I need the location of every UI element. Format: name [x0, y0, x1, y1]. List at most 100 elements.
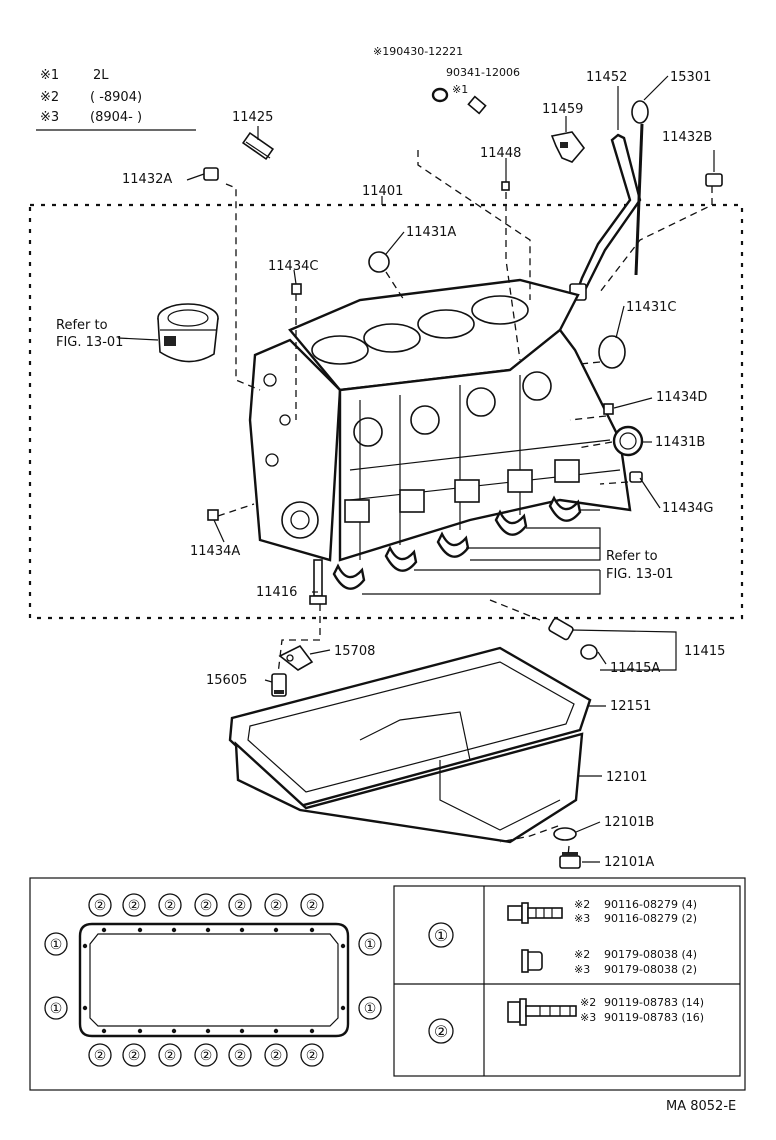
plug-11434C [291, 283, 302, 295]
valve-15605 [271, 673, 287, 697]
bolt-circle-label: ② [158, 1043, 182, 1067]
label-12151: 12151 [610, 699, 651, 714]
bolt-hole [82, 1005, 88, 1011]
piston-illustration [157, 303, 219, 363]
stud-11425 [241, 131, 275, 161]
gasket-inner-edge [247, 661, 575, 793]
legend-text-1: 2L [93, 68, 109, 83]
bolt-circle-label: ① [44, 996, 68, 1020]
bolt-11416 [309, 559, 327, 605]
bolt-hole [340, 943, 346, 949]
bolt-hole [137, 1028, 143, 1034]
bolt-circle-label: ② [300, 1043, 324, 1067]
figure-id: MA 8052-E [666, 1099, 736, 1114]
bolt-hole [309, 1028, 315, 1034]
bolt-circle-label: ② [194, 893, 218, 917]
row1-code-1: 90116-08279 (4) [604, 898, 697, 911]
label-11425: 11425 [232, 110, 273, 125]
label-11434G: 11434G [662, 501, 713, 516]
bolt-hole [239, 927, 245, 933]
bolt-layout-panel [29, 877, 746, 1091]
svg-text:①: ① [50, 937, 63, 953]
label-11434C: 11434C [268, 259, 318, 274]
bolt-hole [340, 1005, 346, 1011]
part-labels: ※190430-12221 90341-12006 ※1 11452 15301… [56, 45, 725, 870]
bolt-hole [82, 943, 88, 949]
label-90341-note: ※1 [452, 83, 468, 96]
bolt-hole [101, 927, 107, 933]
label-11432B: 11432B [662, 130, 712, 145]
legend-circle-1-text: ① [434, 926, 448, 945]
bolt-circle-label: ① [358, 996, 382, 1020]
label-12101A: 12101A [604, 855, 654, 870]
bolt-hole [273, 1028, 279, 1034]
row1-mark-2: ※3 [574, 912, 590, 925]
label-refer1-line1: Refer to [56, 318, 108, 333]
legend-mark-2: ※2 [40, 90, 59, 105]
legend-text-3: (8904- ) [90, 110, 142, 125]
row1-mark-4: ※3 [574, 963, 590, 976]
flange-bolt-icon [507, 902, 563, 924]
svg-text:②: ② [164, 898, 177, 914]
legend-mark-3: ※3 [40, 110, 59, 125]
svg-text:②: ② [94, 1048, 107, 1064]
oil-pan-gasket-12151 [228, 646, 592, 808]
bolt-legend-table: ① ② ※2 90116-08279 (4) ※3 [393, 885, 741, 1077]
bolt-hole [171, 927, 177, 933]
label-90430: ※190430-12221 [373, 45, 463, 58]
screw-90341 [467, 95, 487, 115]
expansion-plug-11431B [612, 425, 644, 457]
bolt-circle-label: ② [158, 893, 182, 917]
row2-code-2: 90119-08783 (16) [604, 1011, 704, 1024]
bolt-circle-label: ② [264, 893, 288, 917]
label-leaders [117, 75, 715, 863]
legend-circle-2 [428, 1018, 454, 1044]
row1-mark-1: ※2 [574, 898, 590, 911]
drain-plug-12101A [559, 852, 581, 869]
pan-bolt-holes [82, 927, 346, 1034]
bolt-hole [239, 1028, 245, 1034]
dipstick-15301 [631, 100, 649, 276]
long-bolt-icon [507, 998, 577, 1026]
bolt-circle-label: ② [228, 1043, 252, 1067]
plug-11434A [207, 509, 219, 521]
bracket-11459 [550, 131, 586, 163]
svg-text:②: ② [270, 1048, 283, 1064]
bolt-circle-label: ② [88, 1043, 112, 1067]
label-11431B: 11431B [655, 435, 705, 450]
row1-code-4: 90179-08038 (2) [604, 963, 697, 976]
svg-text:②: ② [234, 898, 247, 914]
legend-mark-1: ※1 [40, 68, 59, 83]
svg-text:②: ② [94, 898, 107, 914]
label-11459: 11459 [542, 102, 583, 117]
bolt-circle-label: ② [88, 893, 112, 917]
label-11415: 11415 [684, 644, 725, 659]
plug-11448 [501, 181, 510, 191]
leader-lines [217, 150, 713, 857]
block-assembly-boundary [28, 203, 744, 620]
label-12101B: 12101B [604, 815, 654, 830]
bolt-hole [205, 927, 211, 933]
label-refer2-line2: FIG. 13-01 [606, 567, 673, 582]
crankshaft-bearings [332, 495, 582, 590]
label-11431A: 11431A [406, 225, 456, 240]
label-11434A: 11434A [190, 544, 240, 559]
bolt-hole [171, 1028, 177, 1034]
bolt-circle-label: ② [122, 1043, 146, 1067]
label-11452: 11452 [586, 70, 627, 85]
svg-text:②: ② [270, 898, 283, 914]
label-15605: 15605 [206, 673, 247, 688]
oil-pan-12101 [234, 711, 584, 844]
bolt-hole [137, 927, 143, 933]
drain-gasket-12101B [553, 827, 577, 841]
bolt-hole [205, 1028, 211, 1034]
legend-circle-2-text: ② [434, 1022, 448, 1041]
plug-11432B [705, 173, 723, 187]
dipstick-guide-11452 [569, 133, 642, 301]
row1-code-2: 90116-08279 (2) [604, 912, 697, 925]
svg-text:②: ② [128, 1048, 141, 1064]
svg-text:②: ② [200, 1048, 213, 1064]
bolt-circle-label: ② [228, 893, 252, 917]
plug-11434G [629, 471, 643, 483]
